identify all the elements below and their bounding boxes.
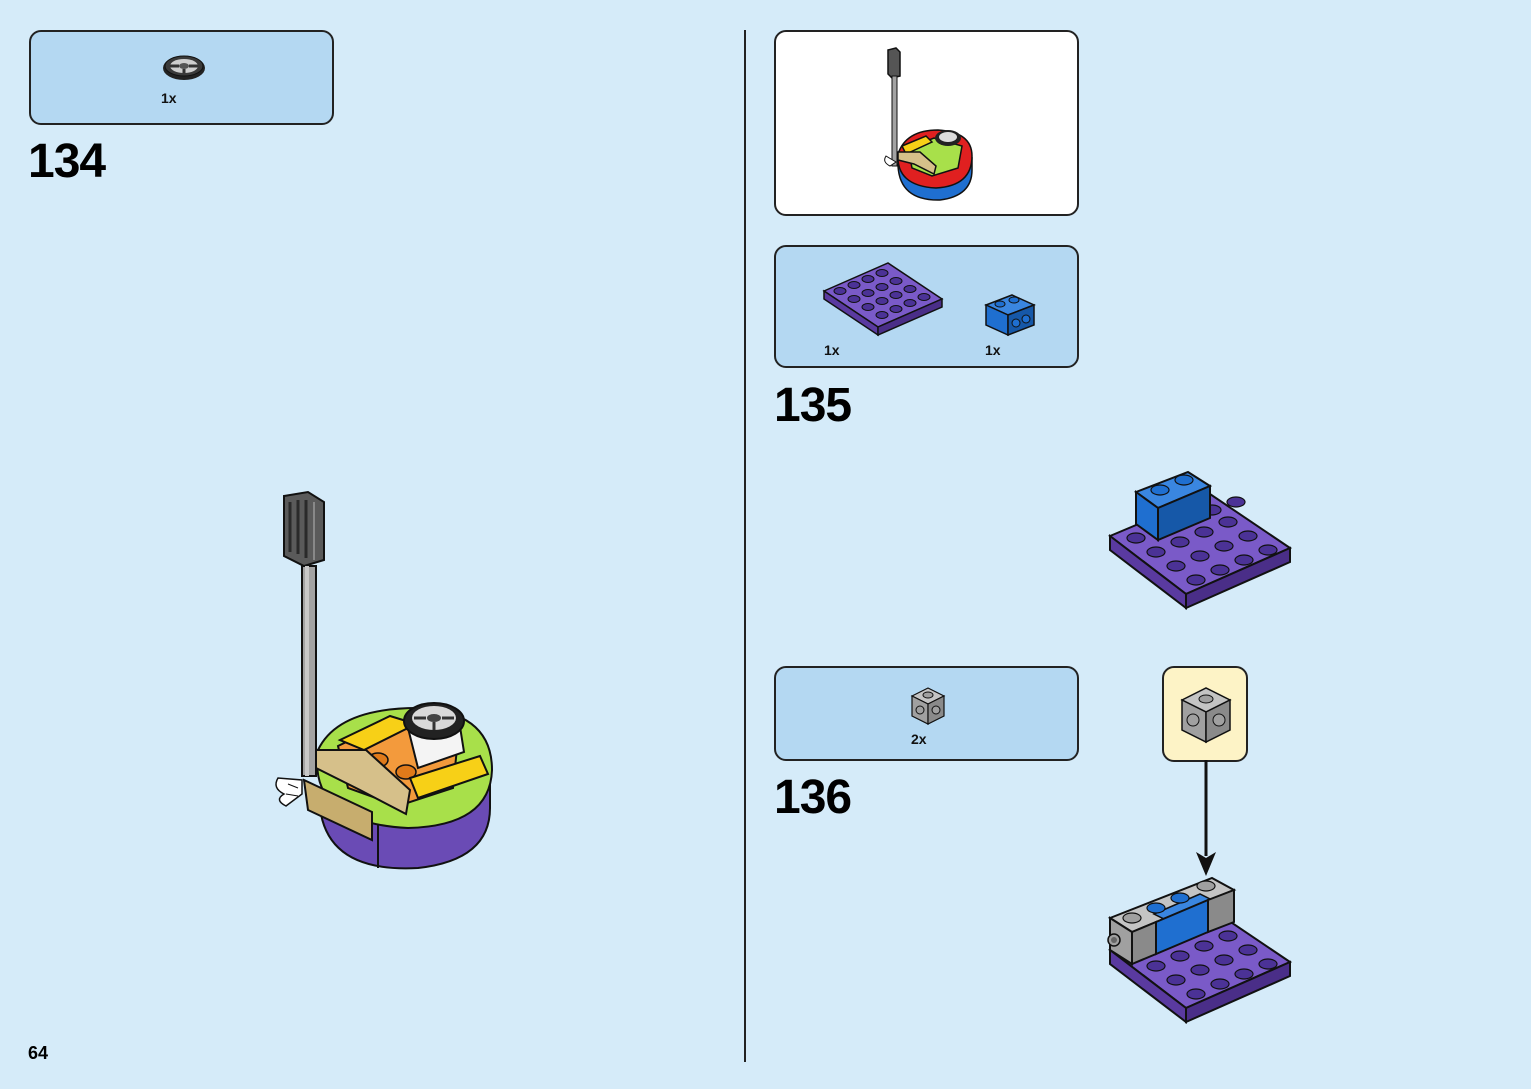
blue-brick-part-icon [984, 294, 1036, 337]
purple-plate-part-icon [822, 262, 944, 337]
part-quantity: 1x [985, 342, 1001, 358]
part-quantity: 1x [161, 90, 177, 106]
step-134-parts-box: 1x [29, 30, 334, 125]
step-number: 134 [28, 135, 106, 188]
step-136-part-callout [1162, 666, 1248, 762]
steering-wheel-part-icon [163, 55, 205, 80]
part-quantity: 1x [824, 342, 840, 358]
step-number: 136 [774, 771, 852, 824]
page-divider [744, 30, 746, 1062]
step-number: 135 [774, 379, 852, 432]
gray-brick-side-studs-callout-icon [1180, 687, 1232, 744]
bumper-car-preview-illustration [884, 47, 973, 201]
down-arrow-icon [1196, 760, 1216, 876]
gray-brick-side-studs-part-icon [910, 687, 946, 725]
step-136-assembly-illustration [1107, 876, 1293, 1025]
part-quantity: 2x [911, 731, 927, 747]
step-135-assembly-illustration [1108, 470, 1293, 611]
step-135-parts-box: 1x 1x [774, 245, 1079, 368]
step-136-parts-box: 2x [774, 666, 1079, 761]
submodel-preview-box [774, 30, 1079, 216]
page-number: 64 [28, 1043, 49, 1063]
bumper-car-assembly-illustration [275, 490, 494, 870]
